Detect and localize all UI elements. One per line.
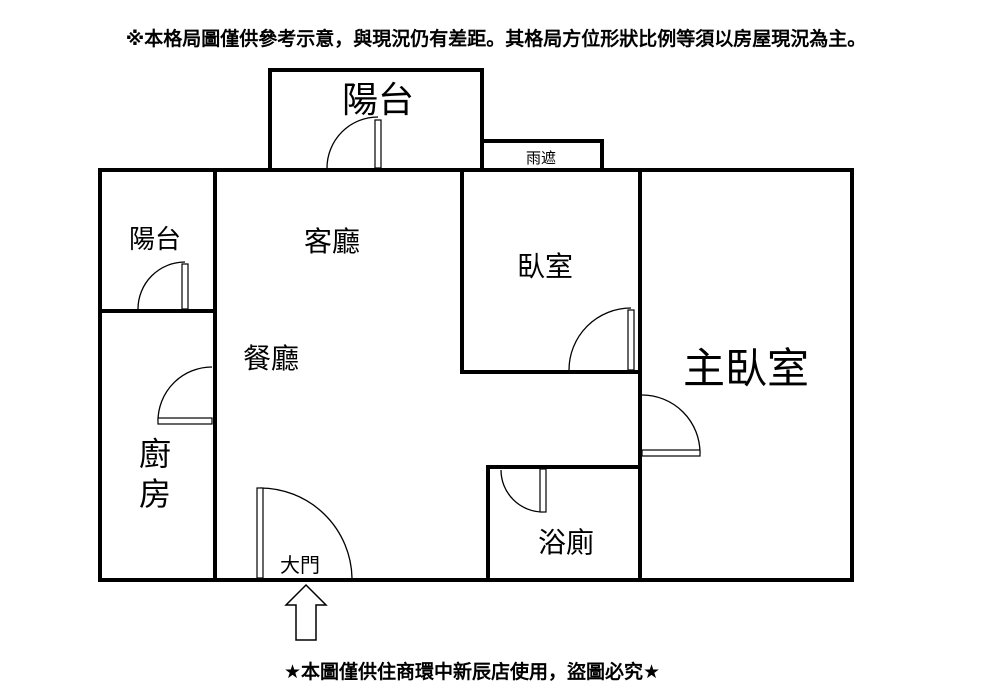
label-master-bedroom: 主臥室 xyxy=(683,344,809,393)
label-bathroom: 浴廁 xyxy=(538,526,594,559)
bedroom-wall xyxy=(460,170,640,374)
door-master-bedroom xyxy=(641,394,701,457)
door-bathroom xyxy=(500,468,547,513)
door-left-balcony xyxy=(137,261,189,310)
door-kitchen xyxy=(157,366,213,425)
bathroom-wall xyxy=(486,465,640,580)
header-note: ※本格局圖僅供參考示意，與現況仍有差距。其格局方位形狀比例等須以房屋現況為主。 xyxy=(126,27,866,50)
label-dining-room: 餐廳 xyxy=(243,342,299,375)
label-living-room: 客廳 xyxy=(304,225,360,258)
label-main-door: 大門 xyxy=(280,553,320,577)
outer-wall xyxy=(98,168,854,582)
door-bedroom xyxy=(568,307,635,371)
door-main xyxy=(256,487,353,579)
label-balcony-left: 陽台 xyxy=(129,225,181,255)
label-balcony-top: 陽台 xyxy=(342,80,414,121)
footer-note: ★本圖僅供住商環中新辰店使用，盜圖必究★ xyxy=(284,660,660,683)
walls xyxy=(98,68,854,582)
label-kitchen-2: 房 xyxy=(139,475,171,513)
entrance-arrow-icon xyxy=(284,583,328,641)
label-bedroom: 臥室 xyxy=(517,250,573,283)
label-kitchen-1: 廚 xyxy=(139,435,171,473)
label-canopy: 雨遮 xyxy=(526,149,556,167)
door-top-balcony xyxy=(326,116,382,169)
